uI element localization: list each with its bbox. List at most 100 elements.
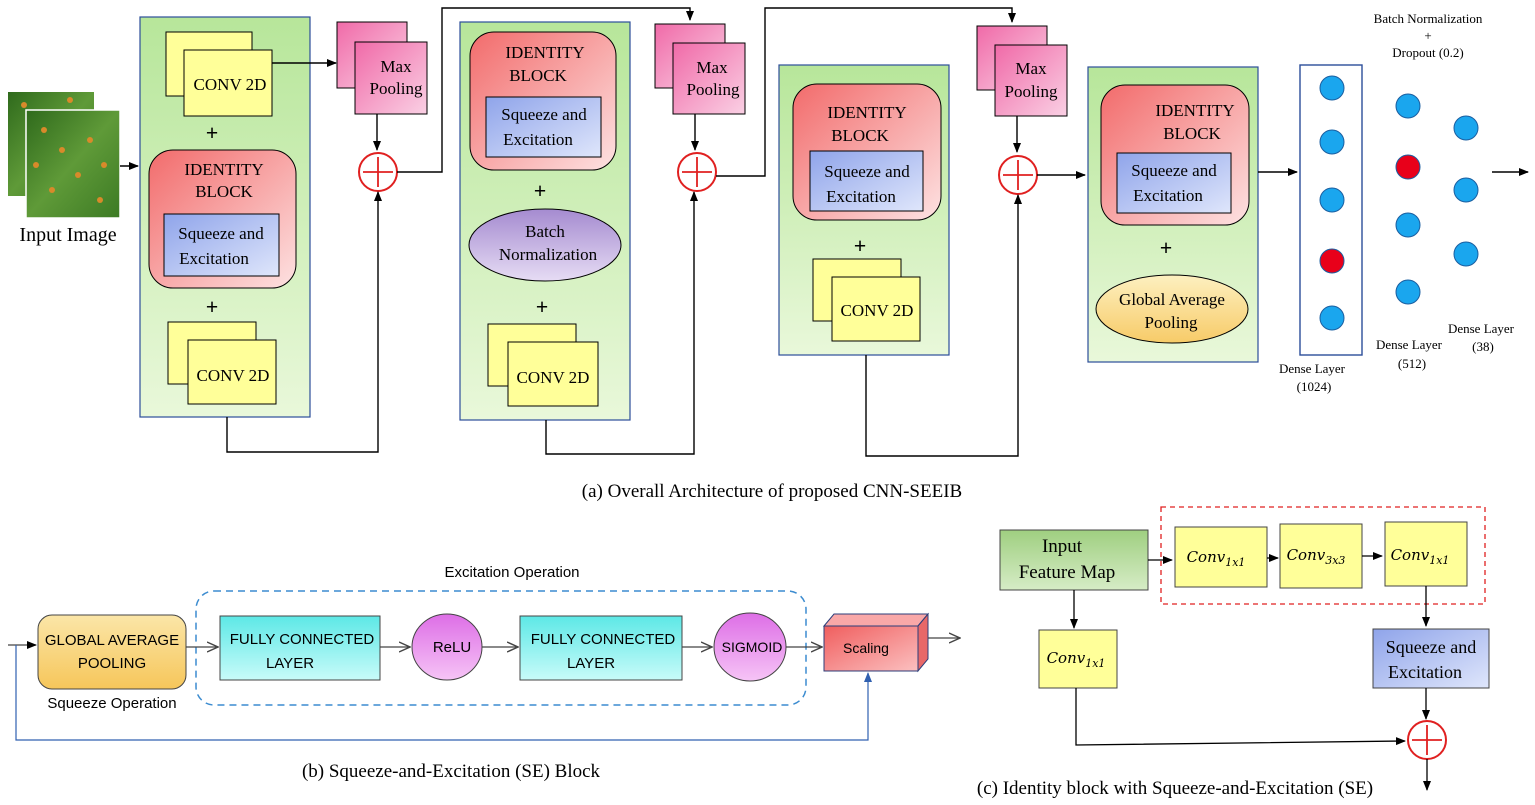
stage2-conv: CONV 2D: [487, 323, 599, 407]
max-pooling-1: Max Pooling: [336, 21, 428, 115]
stage3-se-block: [809, 150, 924, 212]
skip-connection-1: [226, 191, 382, 453]
dense-38-nodes: [1453, 115, 1479, 267]
stage3-identity-line2: BLOCK: [831, 126, 889, 145]
stage2-bn-line1: Batch: [525, 222, 565, 241]
excitation-operation-title: Excitation Operation: [444, 564, 579, 581]
adder-1: [358, 152, 398, 192]
dense-1024-label-line1: Dense Layer: [1279, 361, 1346, 376]
bn-dropout-line2: +: [1424, 28, 1431, 43]
adder-3: [998, 155, 1038, 195]
svg-text:Max: Max: [380, 57, 412, 76]
input-feature-map-line2: Feature Map: [1019, 562, 1116, 583]
se-fully-connected-2: [519, 615, 683, 681]
bn-dropout-line3: Dropout (0.2): [1392, 45, 1464, 60]
bottleneck-dashed-frame: [1160, 506, 1486, 605]
stage1-conv-bottom-label: CONV 2D: [197, 366, 270, 385]
stage4-global-average-pooling: [1095, 274, 1249, 344]
identity-se-line2: Excitation: [1388, 662, 1462, 682]
excitation-dashed-frame: [195, 590, 807, 706]
identity-se-block: [1372, 628, 1490, 689]
identity-adder: [1407, 720, 1447, 760]
input-feature-map-line1: Input: [1042, 536, 1083, 557]
stage4-identity-line2: BLOCK: [1163, 124, 1221, 143]
identity-se-line1: Squeeze and: [1386, 637, 1476, 657]
stage3-conv-label: CONV 2D: [841, 301, 914, 320]
se-fc1-line1: FULLY CONNECTED: [230, 631, 375, 648]
stage4-se-block: [1116, 152, 1232, 214]
conv-3x3-sub: 3x3: [1325, 554, 1345, 567]
svg-text:Pooling: Pooling: [687, 80, 740, 99]
stage3-se-line1: Squeeze and: [824, 162, 910, 181]
conv-1x1-skip-base: Conv: [1047, 649, 1086, 667]
conv-1x1-c: [1384, 521, 1468, 587]
stage2-plus-1: +: [534, 178, 547, 203]
stage3-plus: +: [854, 233, 867, 258]
svg-text:Conv1x1: Conv1x1: [1187, 548, 1246, 569]
dense-38-label-line2: (38): [1472, 339, 1494, 354]
se-relu-label: ReLU: [433, 639, 471, 656]
caption-b: (b) Squeeze-and-Excitation (SE) Block: [302, 761, 601, 782]
stage2-plus-2: +: [536, 294, 549, 319]
dense-512-nodes: [1395, 93, 1421, 305]
stage4-gap-line1: Global Average: [1119, 290, 1225, 309]
stage1-se-line1: Squeeze and: [178, 224, 264, 243]
dense-512-label-line2: (512): [1398, 356, 1426, 371]
se-fully-connected-1: [219, 615, 381, 681]
skip-connection-2: [545, 191, 698, 455]
stage4-identity-line1: IDENTITY: [1155, 101, 1234, 120]
stage2-se-line1: Squeeze and: [501, 105, 587, 124]
conv-1x1-c-base: Conv: [1391, 546, 1430, 564]
stage3-se-line2: Excitation: [826, 187, 896, 206]
conv-1x1-a-sub: 1x1: [1225, 556, 1245, 569]
stage2-bn-line2: Normalization: [499, 245, 598, 264]
stage4-gap-line2: Pooling: [1145, 313, 1198, 332]
input-image-label: Input Image: [19, 224, 116, 246]
stage1-identity-line2: BLOCK: [195, 182, 253, 201]
se-skip-connection: [15, 645, 872, 741]
adder-2: [677, 152, 717, 192]
stage2-batch-normalization: [468, 208, 622, 282]
dense-1024-nodes: [1319, 75, 1345, 331]
stage3-identity-line1: IDENTITY: [827, 103, 906, 122]
svg-text:Max: Max: [1015, 59, 1047, 78]
caption-c: (c) Identity block with Squeeze-and-Exci…: [977, 778, 1373, 799]
se-scaling-label: Scaling: [843, 640, 889, 656]
dense-1024-label-line2: (1024): [1297, 379, 1332, 394]
max-pooling-2: Max Pooling: [654, 23, 746, 115]
se-fc2-line2: LAYER: [567, 655, 615, 672]
stage1-se-block: [163, 213, 280, 277]
stage4-se-line1: Squeeze and: [1131, 161, 1217, 180]
stage1-plus-1: +: [206, 120, 219, 145]
svg-text:Max: Max: [696, 58, 728, 77]
se-scaling-box: [822, 612, 930, 673]
stage1-conv-top-label: CONV 2D: [194, 75, 267, 94]
dense-512-label-line1: Dense Layer: [1376, 337, 1443, 352]
se-gap-line1: GLOBAL AVERAGE: [45, 632, 179, 649]
se-fc1-line2: LAYER: [266, 655, 314, 672]
stage3-conv: CONV 2D: [812, 258, 921, 342]
stage1-identity-line1: IDENTITY: [184, 160, 263, 179]
se-global-average-pooling: [37, 614, 187, 690]
stage2-identity-line1: IDENTITY: [505, 43, 584, 62]
conv-1x1-a-base: Conv: [1187, 548, 1226, 566]
stage2-conv-label: CONV 2D: [517, 368, 590, 387]
stage4-se-line2: Excitation: [1133, 186, 1203, 205]
skip-connection-3: [865, 194, 1022, 457]
conv-3x3-base: Conv: [1287, 546, 1326, 564]
conv-1x1-skip-sub: 1x1: [1085, 657, 1105, 670]
bn-dropout-line1: Batch Normalization: [1374, 11, 1483, 26]
conv-1x1-a: [1174, 526, 1268, 588]
se-fc2-line1: FULLY CONNECTED: [531, 631, 676, 648]
svg-text:Conv1x1: Conv1x1: [1047, 649, 1106, 670]
se-sigmoid-label: SIGMOID: [722, 639, 783, 655]
caption-a: (a) Overall Architecture of proposed CNN…: [582, 481, 962, 502]
svg-text:Conv1x1: Conv1x1: [1391, 546, 1450, 567]
svg-text:Pooling: Pooling: [370, 79, 423, 98]
input-image: [8, 92, 121, 219]
max-pooling-3: Max Pooling: [976, 25, 1068, 117]
stage2-identity-line2: BLOCK: [509, 66, 567, 85]
se-gap-line2: POOLING: [78, 655, 146, 672]
stage2-se-line2: Excitation: [503, 130, 573, 149]
stage1-se-line2: Excitation: [179, 249, 249, 268]
